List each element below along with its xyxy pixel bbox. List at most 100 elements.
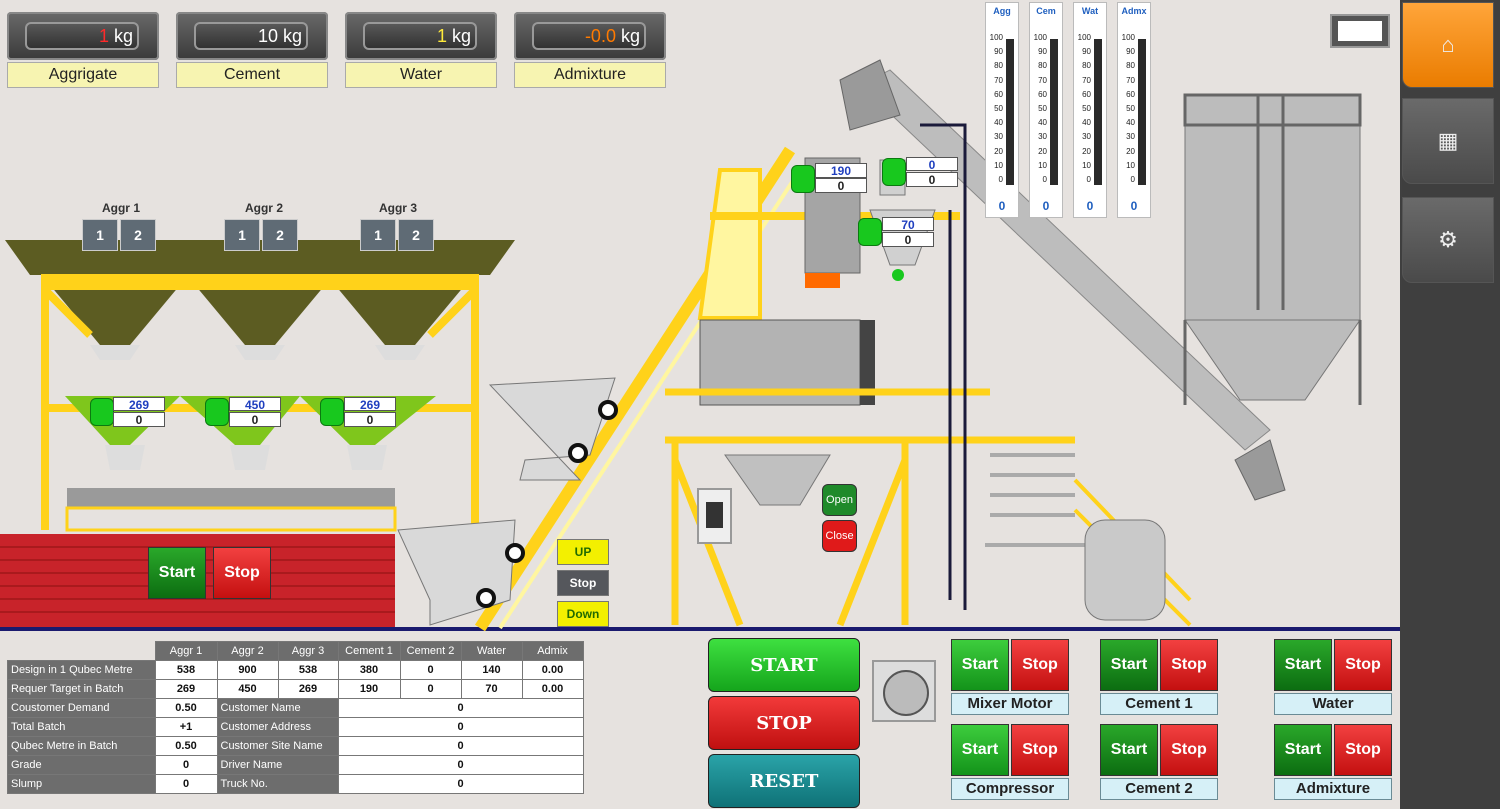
gauge-tick: 10 (994, 160, 1003, 170)
col-header: Cement 2 (399, 641, 462, 661)
skip-stop-button[interactable]: Stop (557, 570, 609, 596)
design-value[interactable]: 538 (277, 660, 339, 680)
gauge-tick: 30 (994, 132, 1003, 142)
gauge-tick: 90 (1038, 47, 1047, 57)
water-stop-button[interactable]: Stop (1334, 639, 1392, 691)
row-value[interactable]: 0 (154, 755, 218, 775)
admixture-stop-button[interactable]: Stop (1334, 724, 1392, 776)
water-start-button[interactable]: Start (1274, 639, 1332, 691)
gauge-tick: 20 (1038, 146, 1047, 156)
conveyor-stop-button[interactable]: Stop (213, 547, 271, 599)
col-header: Aggr 3 (277, 641, 339, 661)
design-value[interactable]: 900 (216, 660, 279, 680)
gauge-tick: 100 (989, 33, 1003, 42)
cement2-start-button[interactable]: Start (1100, 724, 1158, 776)
gauge-tick: 90 (1126, 47, 1135, 57)
mixer-motor-stop-button[interactable]: Stop (1011, 639, 1069, 691)
gauge-tube (1006, 39, 1014, 185)
target-value: 0 (399, 679, 462, 699)
row-value[interactable]: +1 (154, 717, 218, 737)
field-value[interactable]: 0 (337, 698, 584, 718)
main-start-button[interactable]: START (708, 638, 860, 692)
target-value: 0 (906, 157, 958, 172)
main-stop-button[interactable]: STOP (708, 696, 860, 750)
water-readout: 0 0 (906, 157, 958, 187)
row-value[interactable]: 0.50 (154, 698, 218, 718)
gauge-tick: 0 (1086, 175, 1091, 184)
weight-cement: 10 kg Cement (176, 12, 328, 88)
design-value[interactable]: 0.00 (521, 660, 584, 680)
actual-value: 0 (882, 232, 934, 247)
skip-down-button[interactable]: Down (557, 601, 609, 627)
aggr3-gate-2-button[interactable]: 2 (398, 219, 434, 251)
mixer-motor-start-button[interactable]: Start (951, 639, 1009, 691)
cement1-stop-button[interactable]: Stop (1160, 639, 1218, 691)
gate-close-button[interactable]: Close (822, 520, 857, 552)
gauge-tick: 50 (994, 104, 1003, 113)
aggr1-readout: 269 0 (113, 397, 165, 427)
aggr2-readout: 450 0 (229, 397, 281, 427)
weight-label: Aggrigate (7, 62, 159, 88)
cement2-stop-button[interactable]: Stop (1160, 724, 1218, 776)
selector-knob[interactable] (872, 660, 936, 722)
aggr1-gate-1-button[interactable]: 1 (82, 219, 118, 251)
aggr1-gate-2-button[interactable]: 2 (120, 219, 156, 251)
gauge-tick: 10 (1038, 160, 1047, 170)
col-header: Cement 1 (337, 641, 401, 661)
nav-grid[interactable]: ▦ (1402, 98, 1494, 184)
gauge-tube (1138, 39, 1146, 185)
design-value[interactable]: 538 (154, 660, 218, 680)
admix-status-led (858, 218, 882, 246)
gauge-tick: 40 (1126, 118, 1135, 128)
gauge-tick: 0 (1130, 175, 1135, 184)
discharge-switch[interactable] (697, 488, 732, 544)
aggr2-gate-2-button[interactable]: 2 (262, 219, 298, 251)
main-reset-button[interactable]: RESET (708, 754, 860, 808)
gauge-tick: 0 (1042, 175, 1047, 184)
aggr3-gate-1-button[interactable]: 1 (360, 219, 396, 251)
aggr2-gate-1-button[interactable]: 1 (224, 219, 260, 251)
nav-settings[interactable]: ⚙ (1402, 197, 1494, 283)
cement1-label: Cement 1 (1100, 693, 1218, 715)
gauge-tick: 80 (994, 61, 1003, 71)
weight-aggregate: 1 kg Aggrigate (7, 12, 159, 88)
power-switch[interactable] (1330, 14, 1390, 48)
gauge-value: 0 (1130, 199, 1138, 213)
field-label: Customer Address (216, 717, 339, 737)
field-label: Driver Name (216, 755, 339, 775)
row-value[interactable]: 0.50 (154, 736, 218, 756)
nav-home[interactable]: ⌂ (1402, 2, 1494, 88)
target-value: 450 (229, 397, 281, 412)
aggr2-status-led (205, 398, 229, 426)
gauge-value: 0 (1086, 199, 1094, 213)
gauge-title: Wat (1081, 6, 1099, 16)
field-value[interactable]: 0 (337, 736, 584, 756)
col-header: Aggr 2 (216, 641, 279, 661)
aggr1-title: Aggr 1 (101, 201, 140, 215)
compressor-start-button[interactable]: Start (951, 724, 1009, 776)
compressor-stop-button[interactable]: Stop (1011, 724, 1069, 776)
target-value: 269 (154, 679, 218, 699)
target-value: 269 (344, 397, 396, 412)
field-value[interactable]: 0 (337, 717, 584, 737)
admixture-start-button[interactable]: Start (1274, 724, 1332, 776)
field-value[interactable]: 0 (337, 774, 584, 794)
gauge-tick: 40 (1038, 118, 1047, 128)
skip-up-button[interactable]: UP (557, 539, 609, 565)
gauge-title: Admx (1121, 6, 1147, 16)
gate-open-button[interactable]: Open (822, 484, 857, 516)
design-value[interactable]: 0 (399, 660, 462, 680)
design-value[interactable]: 380 (337, 660, 401, 680)
cement-status-led (791, 165, 815, 193)
design-value[interactable]: 140 (460, 660, 523, 680)
conveyor-start-button[interactable]: Start (148, 547, 206, 599)
row-value[interactable]: 0 (154, 774, 218, 794)
gauge-tube (1094, 39, 1102, 185)
weight-admixture: -0.0 kg Admixture (514, 12, 666, 88)
aggr3-status-led (320, 398, 344, 426)
cement1-start-button[interactable]: Start (1100, 639, 1158, 691)
gauge-tick: 80 (1126, 61, 1135, 71)
field-value[interactable]: 0 (337, 755, 584, 775)
